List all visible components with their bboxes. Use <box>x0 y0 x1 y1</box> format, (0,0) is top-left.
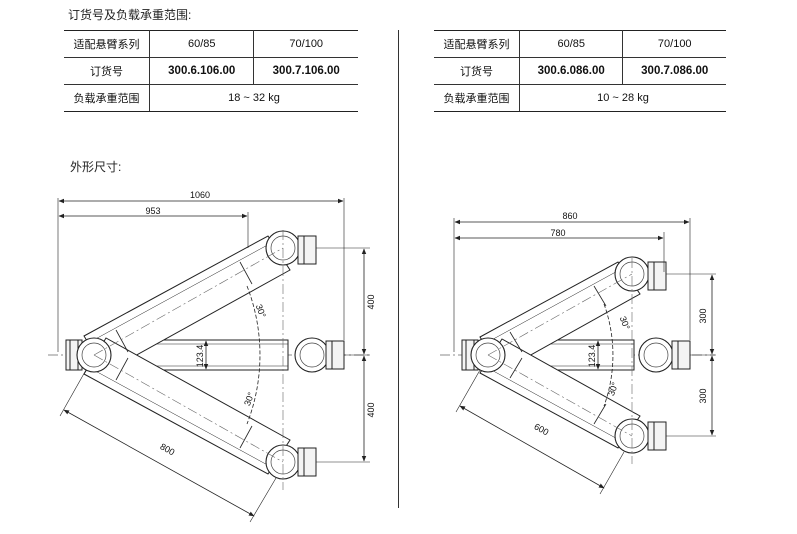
dim-overall-width: 1060 <box>190 190 210 200</box>
arm-series-cell: 70/100 <box>622 30 726 58</box>
row-label-load-range: 负载承重范围 <box>434 84 520 112</box>
dim-bar-height: 123.4 <box>587 345 597 368</box>
dim-angle-bottom: 30° <box>242 390 256 407</box>
order-number-cell: 300.7.106.00 <box>253 57 358 85</box>
dim-angle-bottom: 30° <box>606 380 620 397</box>
table-row: 订货号 300.6.086.00 300.7.086.00 <box>434 57 726 85</box>
dim-angle-top: 30° <box>618 315 632 332</box>
order-heading: 订货号及负载承重范围: <box>68 8 192 22</box>
dim-offset-top: 300 <box>698 308 708 323</box>
table-row: 订货号 300.6.106.00 300.7.106.00 <box>64 57 358 85</box>
dim-offset-bottom: 400 <box>366 402 376 417</box>
order-number-cell: 300.7.086.00 <box>622 57 726 85</box>
table-row: 适配悬臂系列 60/85 70/100 <box>434 30 726 58</box>
row-label-arm-series: 适配悬臂系列 <box>434 30 520 58</box>
arm-series-cell: 60/85 <box>149 30 255 58</box>
table-row: 负载承重范围 18 ~ 32 kg <box>64 84 358 112</box>
order-number-cell: 300.6.086.00 <box>519 57 624 85</box>
column-divider <box>398 30 399 508</box>
arm-series-cell: 70/100 <box>253 30 358 58</box>
row-label-order-number: 订货号 <box>434 57 520 85</box>
dim-inner-width: 953 <box>145 206 160 216</box>
row-label-load-range: 负载承重范围 <box>64 84 150 112</box>
spec-table-right: 适配悬臂系列 60/85 70/100 订货号 300.6.086.00 300… <box>434 30 726 112</box>
spec-table-left: 适配悬臂系列 60/85 70/100 订货号 300.6.106.00 300… <box>64 30 358 112</box>
dim-overall-width: 860 <box>562 211 577 221</box>
drawing-right <box>440 218 716 495</box>
load-range-cell: 18 ~ 32 kg <box>149 84 358 112</box>
table-row: 负载承重范围 10 ~ 28 kg <box>434 84 726 112</box>
dimensions-heading: 外形尺寸: <box>70 160 122 174</box>
table-row: 适配悬臂系列 60/85 70/100 <box>64 30 358 58</box>
drawing-left <box>48 198 370 523</box>
row-label-order-number: 订货号 <box>64 57 150 85</box>
dim-angle-top: 30° <box>254 303 268 320</box>
arm-series-cell: 60/85 <box>519 30 624 58</box>
dim-offset-bottom: 300 <box>698 388 708 403</box>
dim-arm-length: 600 <box>532 421 550 437</box>
order-number-cell: 300.6.106.00 <box>149 57 255 85</box>
row-label-arm-series: 适配悬臂系列 <box>64 30 150 58</box>
dim-offset-top: 400 <box>366 294 376 309</box>
dim-bar-height: 123.4 <box>195 345 205 368</box>
drawing-right-labels: 860 780 300 300 123.4 30° 30° 600 <box>532 211 708 437</box>
dim-arm-length: 800 <box>158 441 176 457</box>
load-range-cell: 10 ~ 28 kg <box>519 84 726 112</box>
dim-inner-width: 780 <box>550 228 565 238</box>
